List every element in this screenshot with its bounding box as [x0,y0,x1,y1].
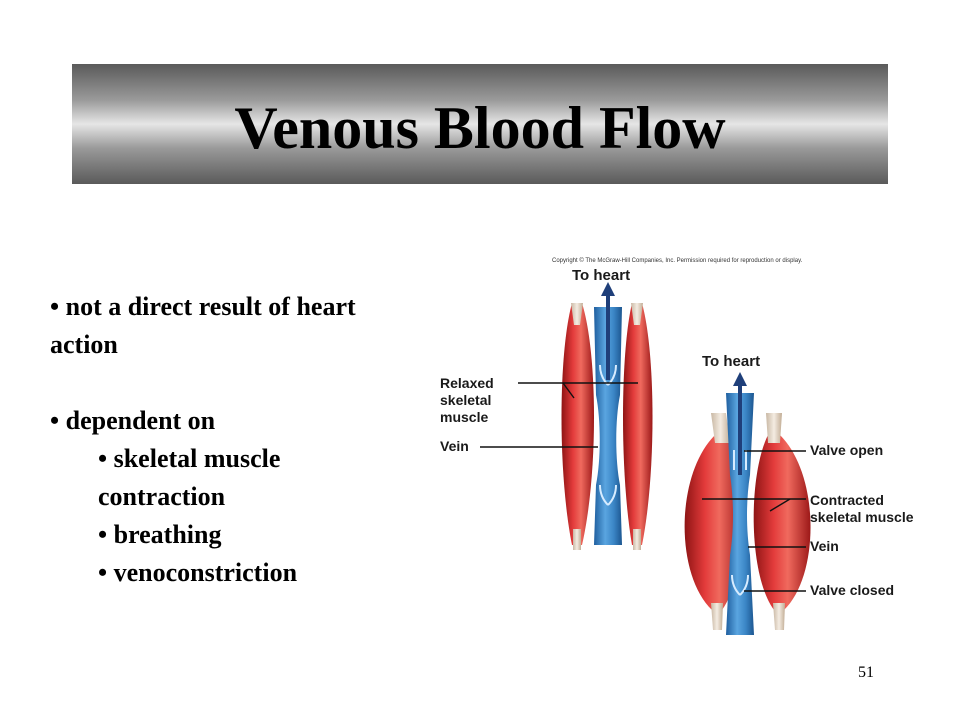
bullet-list: • not a direct result of heart action • … [50,288,450,592]
left-muscle-left [561,303,594,545]
left-muscle-left-tendon-top [571,303,583,325]
sub-bullet-1: • skeletal muscle [98,444,281,473]
right-muscle-left-tendon-bottom [711,603,723,630]
right-muscle-left-tendon-top [711,413,730,443]
slide-title: Venous Blood Flow [234,94,726,161]
right-to-heart-label: To heart [702,353,760,370]
right-valve-open [733,450,747,470]
right-muscle-right [753,435,811,610]
right-valve-closed [731,574,749,596]
label-valve-open: Valve open [810,442,883,458]
venous-flow-figure: Copyright © The McGraw-Hill Companies, I… [440,257,914,635]
page-number: 51 [858,664,874,681]
left-muscle-right [623,303,653,545]
right-arrow-head [733,372,747,386]
left-muscle-left-tendon-bottom [573,529,581,550]
left-valve-bottom [599,484,617,506]
right-muscle-right-tendon-bottom [773,603,785,630]
right-diagram: To heart Valve open Contracted skeletal … [684,353,914,635]
left-valve-top [599,364,617,386]
sub-bullet-3: • venoconstriction [98,558,298,587]
bullet-2: • dependent on [50,406,216,435]
label-relaxed-2: skeletal [440,392,491,408]
right-muscle-left [684,435,743,610]
leader-relaxed-tick [562,382,575,399]
sub-bullet-2: • breathing [98,520,222,549]
left-arrow-head [601,282,615,296]
bullet-1: • not a direct result of heart [50,292,356,321]
left-to-heart-label: To heart [572,267,630,284]
right-muscle-right-tendon-top [766,413,782,443]
bullet-1-continuation: action [50,330,118,359]
label-valve-closed: Valve closed [810,582,894,598]
copyright-text: Copyright © The McGraw-Hill Companies, I… [552,257,803,264]
leader-contracted-tick [769,498,791,512]
left-muscle-right-tendon-bottom [633,529,641,550]
label-relaxed-3: muscle [440,409,488,425]
label-relaxed-1: Relaxed [440,375,494,391]
label-contracted-2: skeletal muscle [810,509,914,525]
label-contracted-1: Contracted [810,492,884,508]
left-diagram: To heart Relaxed skeletal muscle Vein [440,267,653,550]
left-muscle-right-tendon-top [631,303,643,325]
sub-bullet-1-continuation: contraction [98,482,226,511]
title-bar: Venous Blood Flow [72,64,888,184]
label-vein-right: Vein [810,538,839,554]
label-vein-left: Vein [440,438,469,454]
